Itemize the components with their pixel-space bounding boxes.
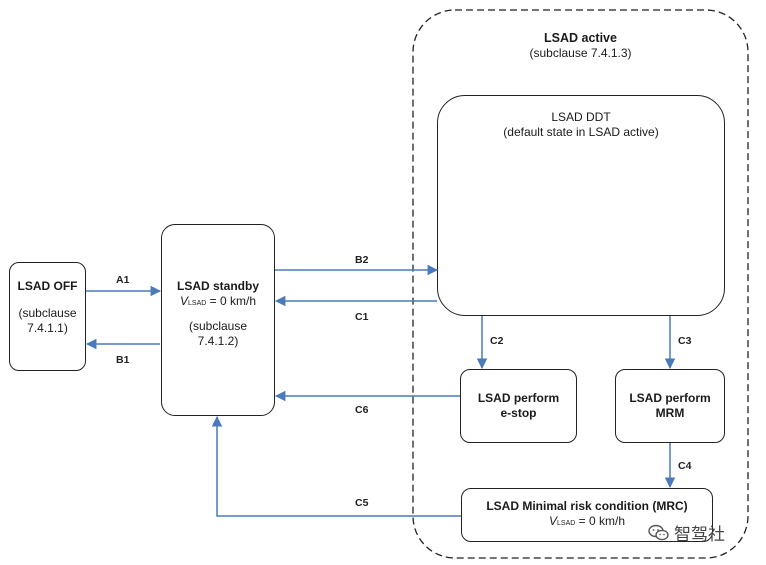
- lsad-off-subclause-2: 7.4.1.1): [27, 321, 68, 335]
- lsad-ddt-state: LSAD DDT (default state in LSAD active): [437, 95, 725, 316]
- lsad-mrm-state: LSAD perform MRM: [615, 369, 725, 443]
- lsad-active-subtitle: (subclause 7.4.1.3): [529, 46, 632, 60]
- wechat-icon: [648, 524, 669, 540]
- lsad-standby-subclause-1: (subclause: [188, 319, 248, 333]
- lsad-standby-state: LSAD standby VLSAD = 0 km/h (subclause 7…: [161, 224, 275, 416]
- watermark: 智驾社: [648, 520, 725, 545]
- lsad-mrc-speed: VLSAD = 0 km/h: [549, 514, 625, 528]
- lsad-estop-line-2: e-stop: [500, 406, 537, 420]
- lsad-active-title: LSAD active: [544, 31, 617, 45]
- lsad-off-subclause-1: (subclause: [18, 306, 77, 320]
- lsad-mrm-line-2: MRM: [655, 406, 685, 420]
- label-c1: C1: [355, 311, 369, 323]
- label-a1: A1: [116, 274, 130, 286]
- arrow-c5: [211, 415, 461, 517]
- lsad-standby-subclause-2: 7.4.1.2): [197, 334, 239, 348]
- lsad-mrc-title: LSAD Minimal risk condition (MRC): [486, 499, 688, 513]
- lsad-ddt-title: LSAD DDT: [551, 110, 611, 124]
- lsad-mrc-state: LSAD Minimal risk condition (MRC) VLSAD …: [461, 488, 713, 542]
- label-c3: C3: [678, 335, 692, 347]
- lsad-estop-line-1: LSAD perform: [477, 391, 560, 405]
- lsad-off-title: LSAD OFF: [17, 279, 78, 293]
- label-b1: B1: [116, 354, 130, 366]
- lsad-estop-state: LSAD perform e-stop: [460, 369, 577, 443]
- lsad-ddt-subtitle: (default state in LSAD active): [503, 125, 659, 139]
- lsad-standby-speed: VLSAD = 0 km/h: [180, 294, 256, 308]
- watermark-text: 智驾社: [674, 525, 725, 544]
- label-c4: C4: [678, 460, 692, 472]
- lsad-off-state: LSAD OFF (subclause 7.4.1.1): [9, 262, 86, 371]
- label-c5: C5: [355, 497, 369, 509]
- lsad-mrm-line-1: LSAD perform: [629, 391, 711, 405]
- label-c2: C2: [490, 335, 504, 347]
- lsad-standby-title: LSAD standby: [176, 279, 259, 293]
- label-c6: C6: [355, 404, 369, 416]
- label-b2: B2: [355, 254, 369, 266]
